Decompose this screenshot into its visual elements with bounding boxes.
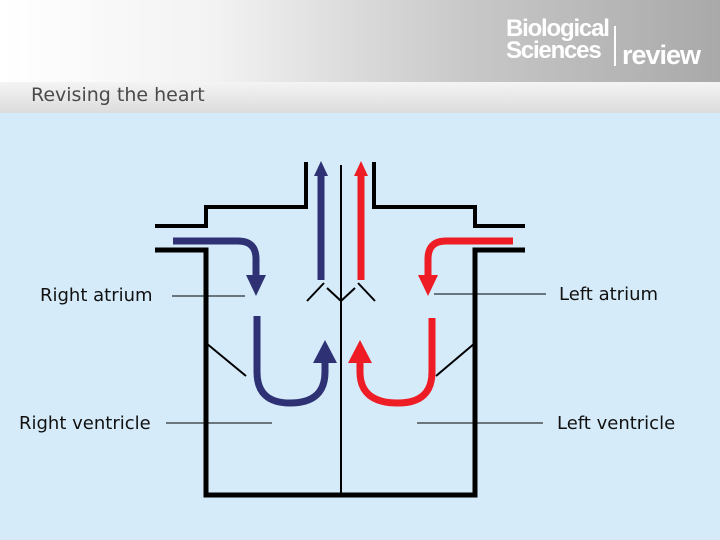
pulmonary-vein-arrow [424,237,513,275]
left-ventricle-arrowhead [348,340,372,363]
right-ventricle-arrowhead [313,340,337,363]
left-ventricle-arrow [356,318,436,407]
logo-review: review [622,40,701,70]
pulmonary-artery-arrowhead [314,161,328,176]
vena-cava-arrow [173,237,260,275]
pulmonary-valve-right [326,287,342,302]
right-av-valve [205,342,247,377]
vena-cava-arrowhead [246,275,266,296]
pulmonary-vein-arrowhead [418,275,438,296]
header-banner: Biological Sciences review [0,0,720,82]
deoxygenated-flow [173,161,337,407]
logo-divider [614,26,616,66]
oxygenated-flow [348,161,513,407]
biological-sciences-review-logo: Biological Sciences review [506,15,706,71]
leader-lines [166,293,546,424]
logo-line-sciences: Sciences [506,37,602,64]
logo-wordmark: Biological Sciences [506,15,610,64]
aorta-arrowhead [354,161,368,176]
label-left-ventricle: Left ventricle [557,413,676,434]
aortic-valve-left [340,287,356,302]
logo-line-biological: Biological [506,15,610,42]
left-av-valve [435,342,476,377]
label-right-atrium: Right atrium [40,285,153,306]
label-left-atrium: Left atrium [559,284,659,305]
right-ventricle-arrow [253,316,329,407]
title-bar [0,82,720,113]
aortic-valve-right [357,282,376,302]
page-title: Revising the heart [31,84,205,106]
pulmonary-valve-left [306,282,325,302]
heart-interior-lines [205,165,476,495]
label-right-ventricle: Right ventricle [19,413,151,434]
